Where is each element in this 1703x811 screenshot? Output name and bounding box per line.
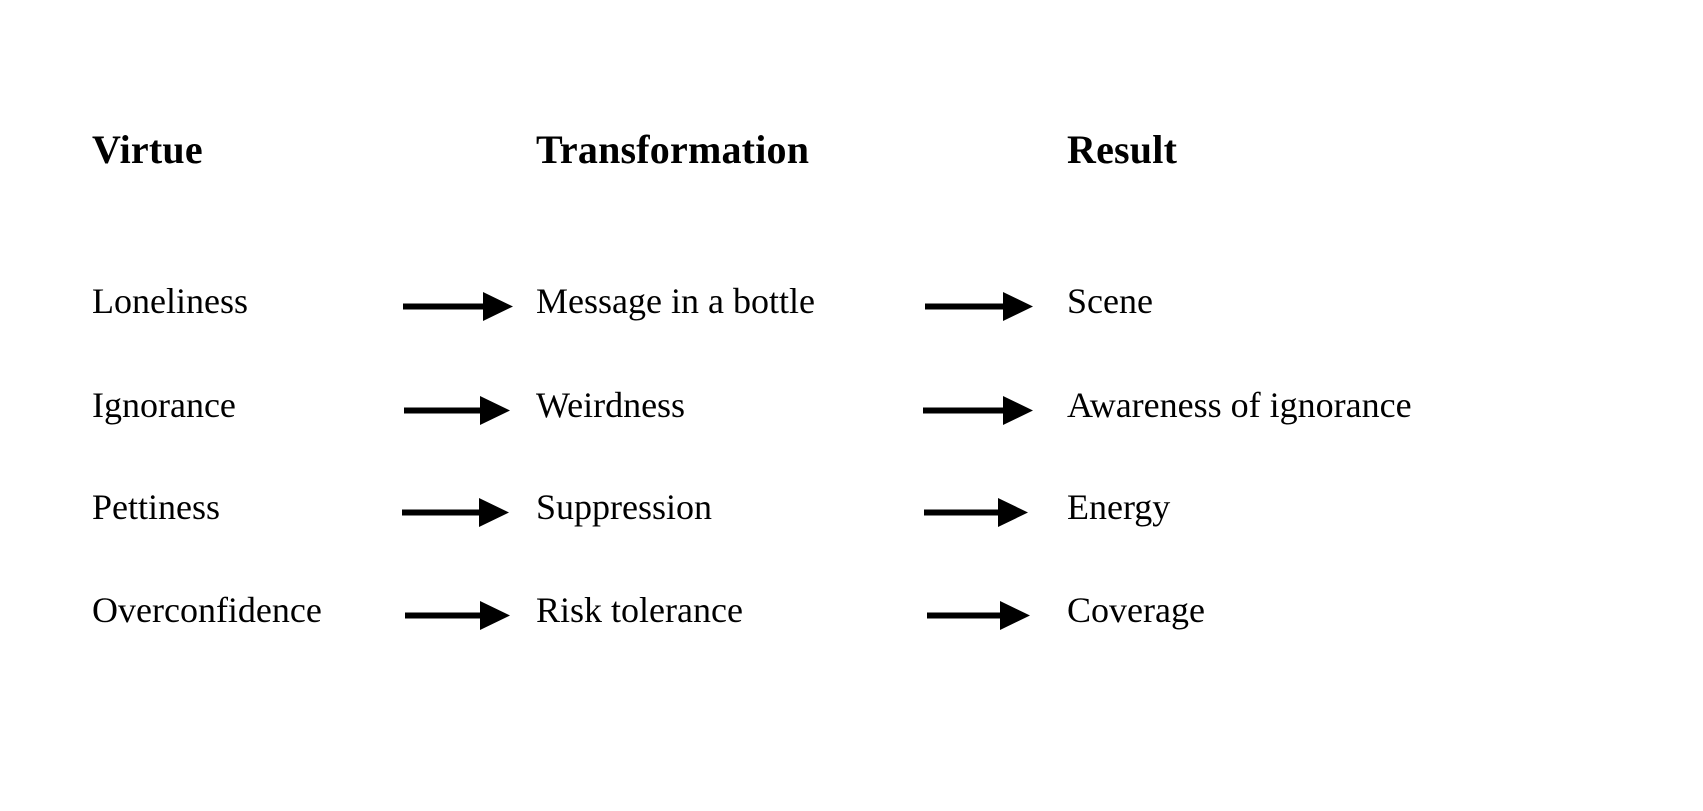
row-transformation-cell: Message in a bottle xyxy=(536,281,815,321)
right-arrow-icon xyxy=(405,581,510,639)
row-transformation-cell: Suppression xyxy=(536,487,713,527)
right-arrow-icon xyxy=(404,376,510,434)
diagram-row: Overconfidence Risk tolerance Coverage xyxy=(0,581,1703,639)
right-arrow-icon xyxy=(925,272,1033,330)
row-result-cell: Coverage xyxy=(1067,590,1205,630)
row-transformation-cell: Risk tolerance xyxy=(536,590,743,630)
row-virtue-cell: Overconfidence xyxy=(92,590,322,630)
column-header-result: Result xyxy=(1067,127,1178,172)
row-virtue-cell: Ignorance xyxy=(92,385,236,425)
row-virtue-cell: Pettiness xyxy=(92,487,221,527)
row-virtue-cell: Loneliness xyxy=(92,281,248,321)
row-result-cell: Energy xyxy=(1067,487,1171,527)
right-arrow-icon xyxy=(923,376,1033,434)
column-header-row: Virtue Transformation Result xyxy=(0,118,1703,182)
diagram-row: Pettiness Suppression Energy xyxy=(0,478,1703,536)
row-result-cell: Scene xyxy=(1067,281,1153,321)
row-transformation-cell: Weirdness xyxy=(536,385,686,425)
right-arrow-icon xyxy=(924,478,1028,536)
right-arrow-icon xyxy=(402,478,509,536)
diagram-row: Ignorance Weirdness Awareness of ignoran… xyxy=(0,376,1703,434)
column-header-transformation: Transformation xyxy=(536,127,810,172)
diagram-row: Loneliness Message in a bottle Scene xyxy=(0,272,1703,330)
row-result-cell: Awareness of ignorance xyxy=(1067,385,1412,425)
right-arrow-icon xyxy=(403,272,513,330)
right-arrow-icon xyxy=(927,581,1030,639)
column-header-virtue: Virtue xyxy=(92,127,203,172)
